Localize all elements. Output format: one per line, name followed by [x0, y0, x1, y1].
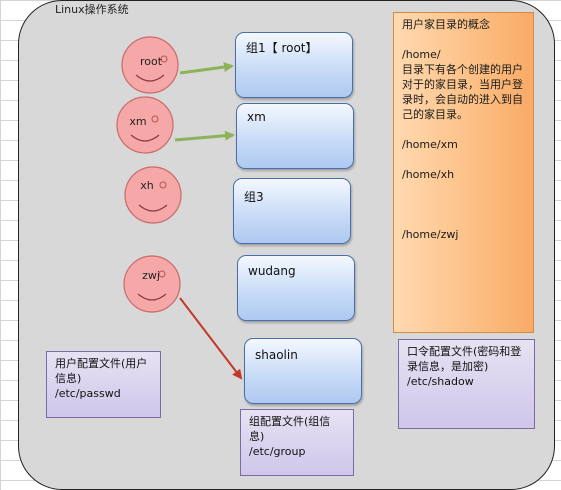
diagram-canvas: Linux操作系统 root xm xh zwj: [18, 0, 555, 490]
user-face-xm: xm: [115, 95, 177, 157]
group-box-xm: xm: [236, 103, 354, 169]
shadow-note: 口令配置文件(密码和登录信息，是加密) /etc/shadow: [398, 339, 535, 429]
smiley-face-icon: [121, 36, 179, 94]
note-line: ​: [402, 122, 525, 137]
group-label-wudang: wudang: [248, 264, 296, 278]
arrow-zwj-to-shaolin: [179, 297, 243, 380]
note-line: /home/: [402, 48, 441, 61]
smiley-face-icon: [123, 255, 181, 313]
group-label-shaolin: shaolin: [255, 348, 298, 362]
note-line: ​: [402, 152, 525, 167]
group-label-xm: xm: [247, 110, 266, 124]
note-line: ​: [402, 32, 525, 47]
smiley-face-icon: [116, 96, 174, 154]
group-box-shaolin: shaolin: [244, 338, 362, 404]
user-label-xh: xh: [140, 179, 154, 192]
group-label-1: 组1【 root】: [246, 41, 318, 55]
diagram-title: Linux操作系统: [55, 3, 129, 16]
user-label-zwj: zwj: [142, 269, 160, 282]
smiley-face-icon: [124, 166, 182, 224]
passwd-note: 用户配置文件(用户信息) /etc/passwd: [46, 351, 161, 418]
arrow-xm-to-group-xm: [174, 130, 235, 142]
note-line: /home/zwj: [402, 228, 459, 241]
group-box-1: 组1【 root】: [235, 32, 353, 98]
note-line: ​: [402, 197, 525, 212]
arrow-root-to-group1: [179, 62, 234, 75]
user-face-xh: xh: [123, 165, 185, 227]
user-label-root: root: [139, 55, 163, 68]
passwd-desc: 用户配置文件(用户信息): [55, 357, 148, 385]
shadow-path: /etc/shadow: [407, 375, 474, 388]
user-face-root: root: [120, 35, 182, 97]
group-label-3: 组3: [244, 190, 264, 204]
note-line: /home/xh: [402, 168, 455, 181]
arrows-layer: [174, 62, 243, 380]
note-line: ​: [402, 212, 525, 227]
note-line: 用户家目录的概念: [402, 18, 490, 31]
group-box-3: 组3: [233, 178, 351, 244]
group-file-desc: 组配置文件(组信息): [249, 415, 331, 443]
note-line: 目录下有各个创建的用户对于的家目录，当用户登录时，会自动的进入到自己的家目录。: [402, 63, 523, 121]
group-note: 组配置文件(组信息) /etc/group: [240, 409, 354, 476]
shadow-desc: 口令配置文件(密码和登录信息，是加密): [407, 345, 522, 373]
home-directory-note: 用户家目录的概念 ​ /home/ 目录下有各个创建的用户对于的家目录，当用户登…: [393, 12, 534, 333]
group-box-wudang: wudang: [237, 255, 355, 321]
user-label-xm: xm: [129, 115, 147, 128]
group-file-path: /etc/group: [249, 445, 306, 458]
passwd-path: /etc/passwd: [55, 387, 121, 400]
note-line: ​: [402, 182, 525, 197]
note-line: /home/xm: [402, 138, 458, 151]
user-face-zwj: zwj: [122, 254, 184, 316]
